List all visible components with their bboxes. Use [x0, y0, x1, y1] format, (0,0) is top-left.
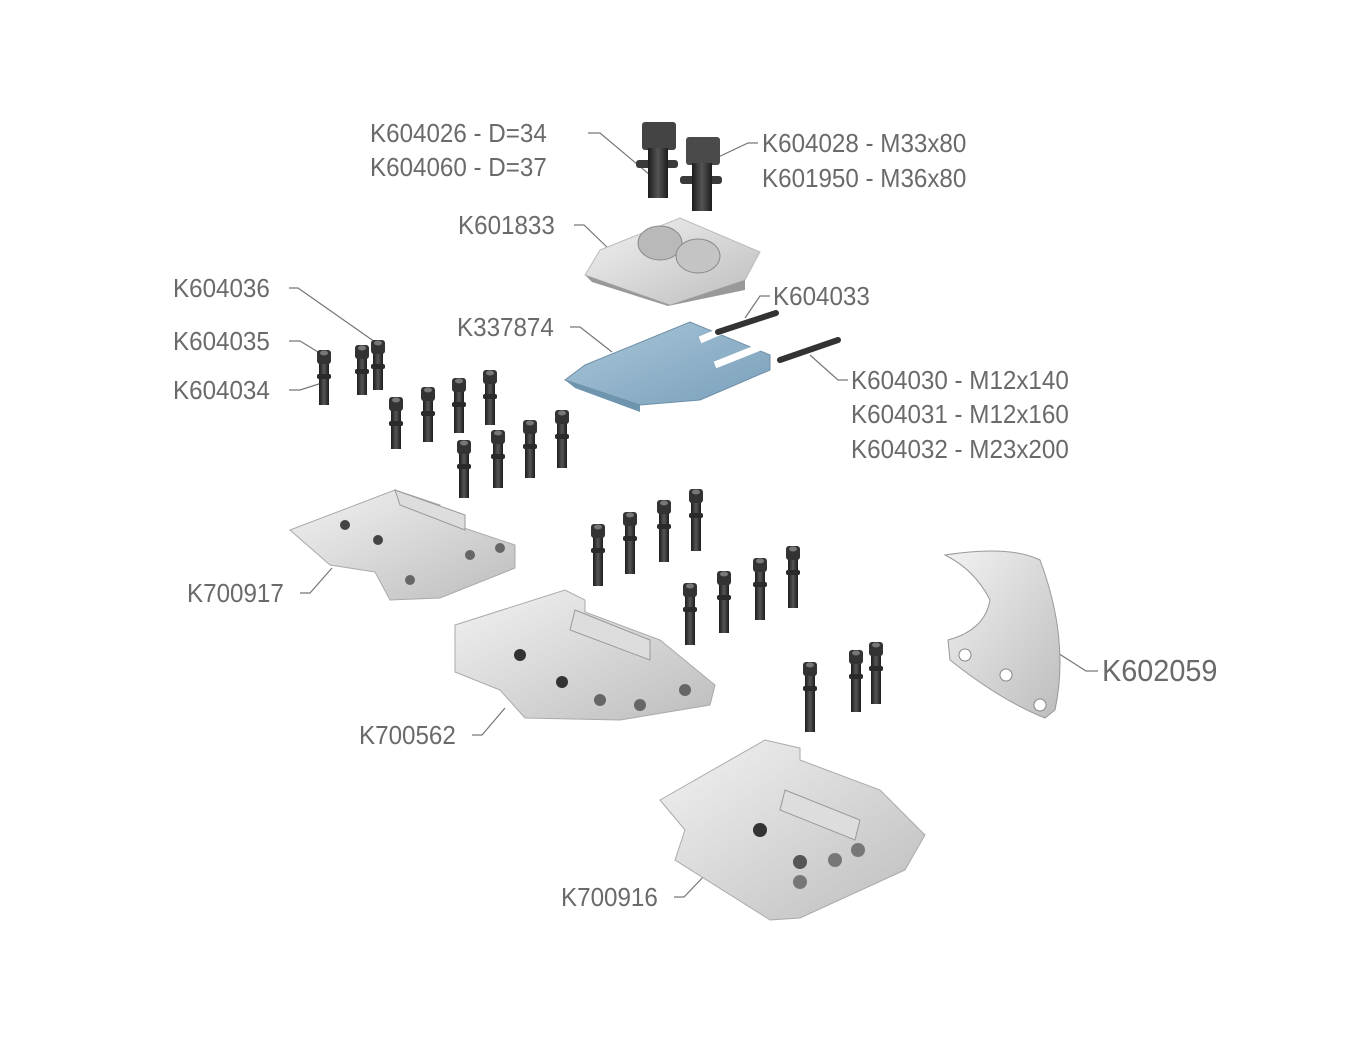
label-k337874: K337874: [457, 312, 554, 342]
cap-screw: [786, 546, 800, 608]
leader-k602059: [1049, 647, 1098, 672]
cap-screw: [623, 512, 637, 574]
wedge-block-k601833: [584, 217, 761, 306]
leader-k604033: [744, 295, 770, 319]
cap-screw: [523, 420, 537, 478]
label-k604034: K604034: [173, 375, 270, 405]
cap-screw: [491, 430, 505, 488]
curved-guard-k602059: [943, 550, 1061, 719]
leader-k604028: [711, 142, 758, 161]
cap-screw: [389, 397, 403, 449]
cap-screw: [683, 583, 697, 645]
cap-screw: [689, 489, 703, 551]
leader-k604030: [809, 354, 848, 381]
label-k700562: K700562: [359, 720, 456, 750]
cap-screw: [355, 345, 369, 395]
leader-k601833: [574, 224, 611, 251]
cap-screw: [753, 558, 767, 620]
cap-screw: [717, 571, 731, 633]
cap-screw: [421, 387, 435, 442]
plate-k700562: [454, 589, 716, 721]
cap-screw: [803, 662, 817, 732]
label-k604033: K604033: [773, 281, 870, 311]
leader-k604034: [289, 382, 323, 391]
pin-k604030: [777, 337, 841, 363]
cap-screw: [457, 440, 471, 498]
label-k604028: K604028 - M33x80: [762, 128, 967, 158]
cap-screw: [657, 500, 671, 562]
label-k604036: K604036: [173, 273, 270, 303]
label-k604030: K604030 - M12x140: [851, 365, 1069, 395]
label-k604032: K604032 - M23x200: [851, 434, 1069, 464]
plate-k700916: [659, 739, 926, 921]
cap-screw: [371, 340, 385, 390]
leader-k700916: [674, 871, 709, 898]
leader-k700562: [472, 707, 506, 736]
leader-k700917: [300, 567, 333, 594]
label-k601950: K601950 - M36x80: [762, 163, 967, 193]
plate-k700917: [289, 489, 516, 601]
label-k601833: K601833: [458, 210, 555, 240]
label-k604031: K604031 - M12x160: [851, 399, 1069, 429]
leader-k337874: [570, 326, 613, 353]
label-k604026: K604026 - D=34: [370, 118, 547, 148]
cap-screw: [555, 410, 569, 468]
leader-lines: [289, 132, 1098, 898]
cap-screw: [452, 378, 466, 433]
label-k604035: K604035: [173, 326, 270, 356]
label-k700916: K700916: [561, 882, 658, 912]
hex-bolt-k604028: [680, 137, 722, 211]
cap-screw: [849, 650, 863, 712]
cap-screw: [591, 524, 605, 586]
blade-plate-k337874: [563, 321, 771, 412]
label-k602059: K602059: [1102, 653, 1218, 688]
hex-bolt-k604026: [636, 122, 678, 198]
pin-k604033: [715, 310, 779, 335]
cap-screw: [869, 642, 883, 704]
leader-k604026: [588, 132, 651, 176]
leader-k604036: [289, 287, 376, 343]
cap-screw: [483, 370, 497, 425]
leader-k604035: [289, 340, 319, 353]
cap-screw: [317, 350, 331, 405]
label-k604060: K604060 - D=37: [370, 152, 547, 182]
label-k700917: K700917: [187, 578, 284, 608]
cap-screws: [317, 340, 883, 732]
